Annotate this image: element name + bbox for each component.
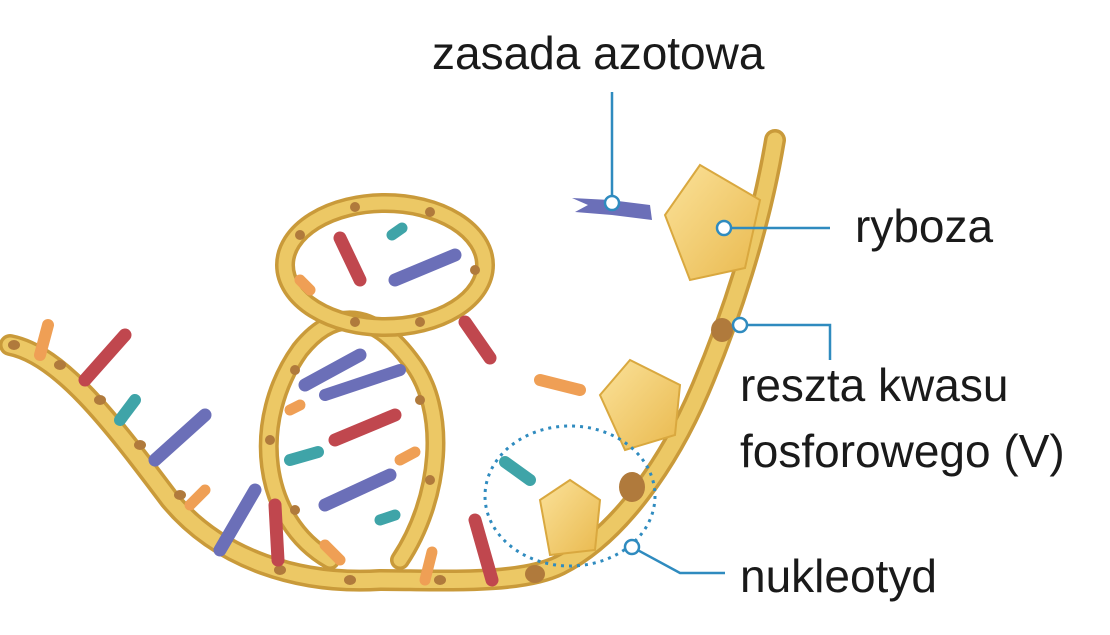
phosphate-groups <box>8 202 480 585</box>
label-phosphate-line2: fosforowego (V) <box>740 425 1065 477</box>
nitrogen-bases <box>34 222 586 587</box>
pointer-dots <box>603 194 749 556</box>
ribose-units <box>538 163 762 557</box>
main-phosphates <box>525 318 733 583</box>
label-nucleotide: nukleotyd <box>740 550 937 602</box>
label-nitrogen-base: zasada azotowa <box>432 27 765 79</box>
rna-backbone <box>0 129 786 592</box>
label-ribose: ryboza <box>855 200 994 252</box>
nucleotide-highlight-circle <box>483 424 657 568</box>
label-phosphate-line1: reszta kwasu <box>740 359 1009 411</box>
leader-lines <box>610 92 832 575</box>
